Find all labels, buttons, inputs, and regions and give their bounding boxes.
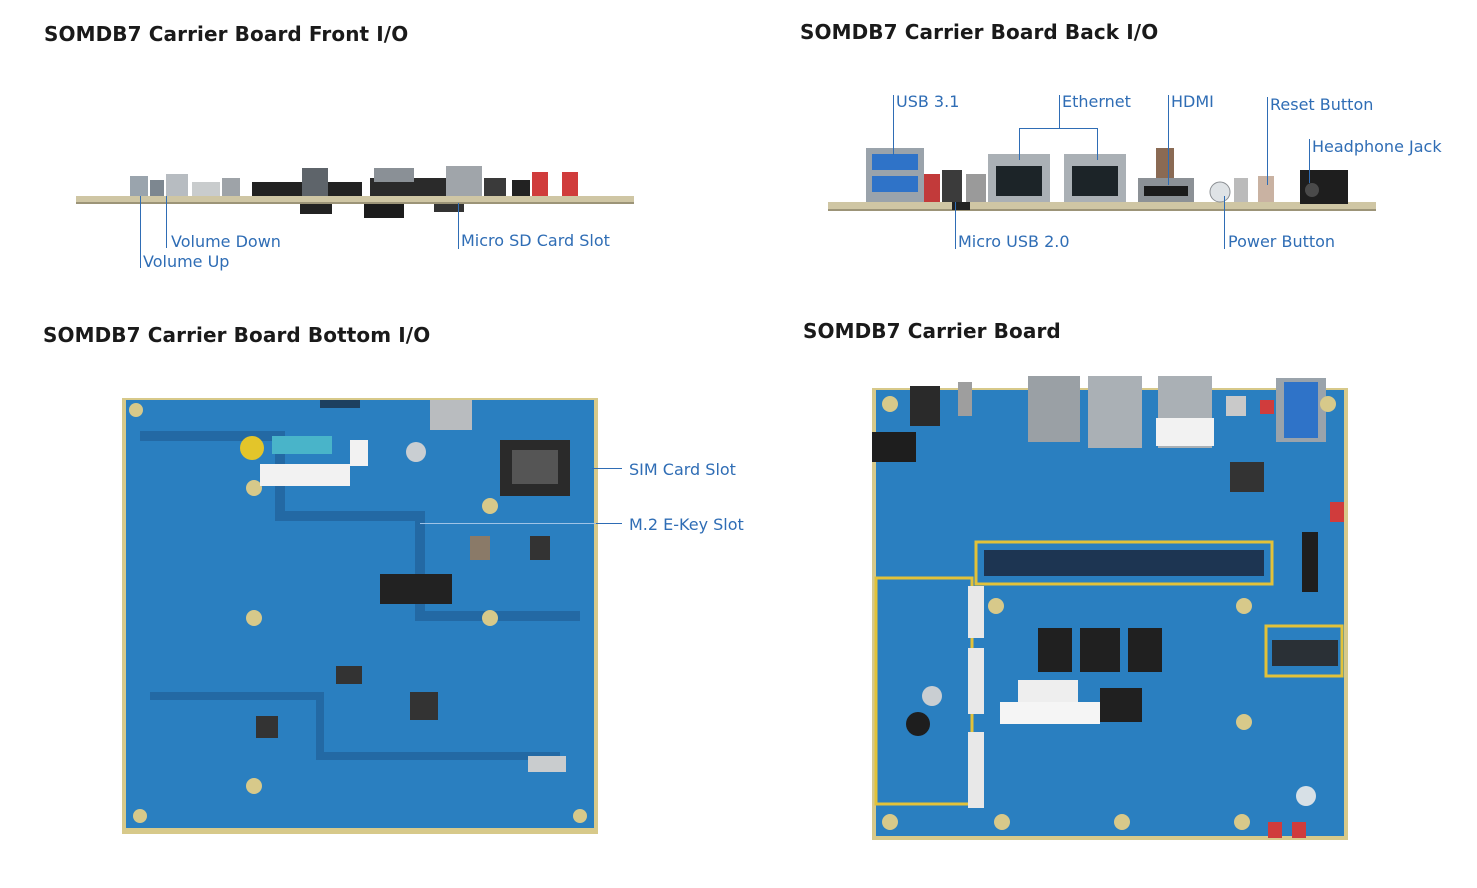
back-io-board-image xyxy=(828,148,1376,211)
bottom-io-board-image xyxy=(122,398,598,834)
ethernet-label: Ethernet xyxy=(1062,92,1131,111)
micro-usb-2-0-label: Micro USB 2.0 xyxy=(958,232,1070,251)
front-io-board-image xyxy=(76,166,634,218)
micro-sd-card-slot-label: Micro SD Card Slot xyxy=(461,231,610,250)
sim-card-slot-label: SIM Card Slot xyxy=(629,460,736,479)
m2-e-key-slot-label: M.2 E-Key Slot xyxy=(629,515,744,534)
bottom-io-title: SOMDB7 Carrier Board Bottom I/O xyxy=(43,323,431,347)
carrier-board-image xyxy=(872,376,1348,840)
hdmi-label: HDMI xyxy=(1171,92,1214,111)
volume-down-label: Volume Down xyxy=(171,232,281,251)
headphone-jack-label: Headphone Jack xyxy=(1312,137,1442,156)
carrier-board-title: SOMDB7 Carrier Board xyxy=(803,319,1061,343)
power-button-label: Power Button xyxy=(1228,232,1336,251)
usb-3-1-label: USB 3.1 xyxy=(896,92,960,111)
front-io-title: SOMDB7 Carrier Board Front I/O xyxy=(44,22,409,46)
volume-up-label: Volume Up xyxy=(143,252,230,271)
back-io-title: SOMDB7 Carrier Board Back I/O xyxy=(800,20,1159,44)
reset-button-label: Reset Button xyxy=(1270,95,1374,114)
